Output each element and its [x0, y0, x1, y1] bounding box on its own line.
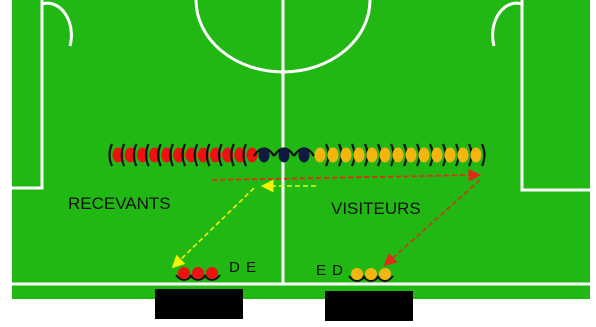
home-player-figure: [218, 143, 234, 167]
right-penalty-box: [520, 0, 590, 192]
home-bench: [155, 267, 243, 319]
right-penalty-arc: [491, 1, 523, 47]
home-player-figure: [230, 143, 246, 167]
away-bench-box: [325, 291, 413, 321]
home-player-figure: [242, 143, 258, 167]
away-arrow-across: [211, 168, 482, 182]
referee-figure: [253, 147, 275, 163]
home-player-figure: [120, 143, 136, 167]
home-bench-label: D E: [229, 259, 258, 276]
away-team-label: VISITEURS: [331, 199, 421, 218]
away-bench-player: [376, 268, 394, 282]
home-player-figure: [205, 143, 221, 167]
home-player-figure: [108, 143, 124, 167]
home-arrow-to-bench: [171, 187, 255, 269]
away-arrow-to-bench: [383, 179, 481, 267]
home-player-figure: [169, 143, 185, 167]
away-bench-label: E D: [316, 262, 345, 279]
home-player-figure: [157, 143, 173, 167]
movement-arrows: [171, 168, 482, 269]
left-penalty-arc: [41, 1, 73, 47]
away-player-figure: [470, 143, 486, 167]
referee-figure: [273, 147, 295, 163]
home-player-figure: [181, 143, 197, 167]
lineup-row: [108, 143, 486, 167]
home-team-label: RECEVANTS: [68, 194, 171, 213]
left-penalty-box: [12, 0, 44, 190]
home-bench-box: [155, 289, 243, 319]
center-circle-arc: [194, 0, 372, 74]
referee-figure: [293, 147, 315, 163]
away-bench: [325, 268, 413, 321]
home-player-figure: [193, 143, 209, 167]
home-bench-player: [203, 267, 221, 281]
home-player-figure: [144, 143, 161, 167]
home-player-figure: [132, 143, 148, 167]
pitch-markings: [12, 0, 590, 286]
